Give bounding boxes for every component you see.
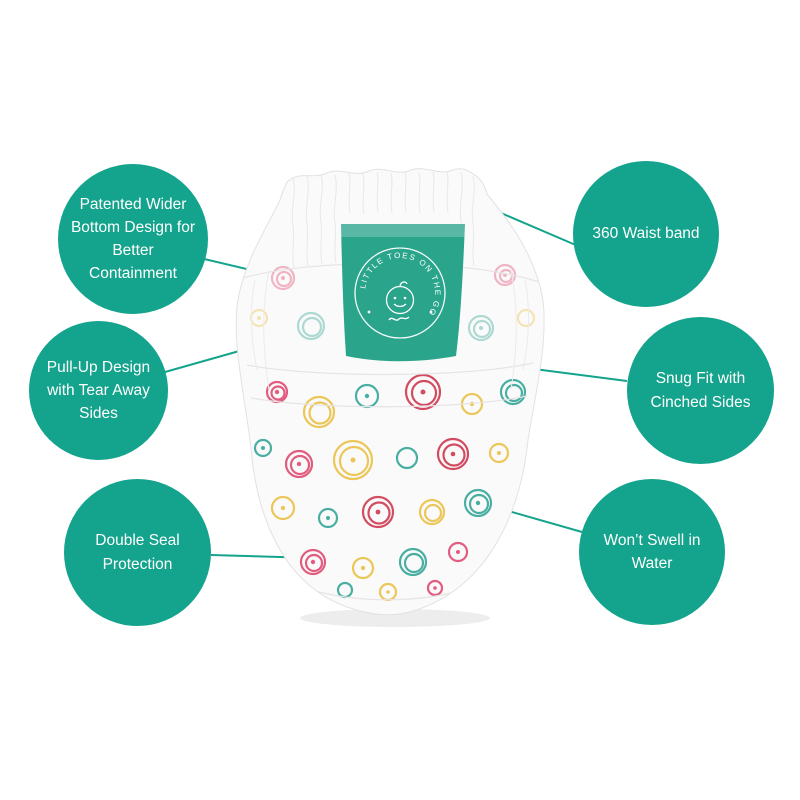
callout-text: Pull-Up Design with Tear Away Sides	[46, 358, 151, 423]
callout-patented-wider-bottom: Patented Wider Bottom Design for Better …	[58, 164, 208, 314]
callout-text: 360 Waist band	[592, 225, 700, 243]
callout-text: Snug Fit with Cinched Sides	[650, 370, 751, 411]
floor-shadow	[300, 609, 490, 627]
callout-double-seal-protection: Double Seal Protection	[64, 479, 211, 626]
baby-face-icon	[385, 285, 415, 315]
callout-pull-up-design: Pull-Up Design with Tear Away Sides	[29, 321, 168, 460]
callout-text: Won’t Swell in Water	[603, 531, 701, 572]
pattern-circles-upper	[249, 263, 536, 342]
brand-patch: LITTLE TOES ON THE GO	[341, 224, 465, 362]
callout-wont-swell: Won’t Swell in Water	[579, 479, 725, 625]
callout-snug-fit: Snug Fit with Cinched Sides	[627, 317, 774, 464]
callout-text: Patented Wider Bottom Design for Better …	[70, 195, 196, 283]
callout-360-waist-band: 360 Waist band	[573, 161, 719, 307]
callout-text: Double Seal Protection	[95, 532, 180, 573]
diaper-body	[235, 168, 545, 616]
diaper-illustration: LITTLE TOES ON THE GO	[235, 168, 545, 627]
